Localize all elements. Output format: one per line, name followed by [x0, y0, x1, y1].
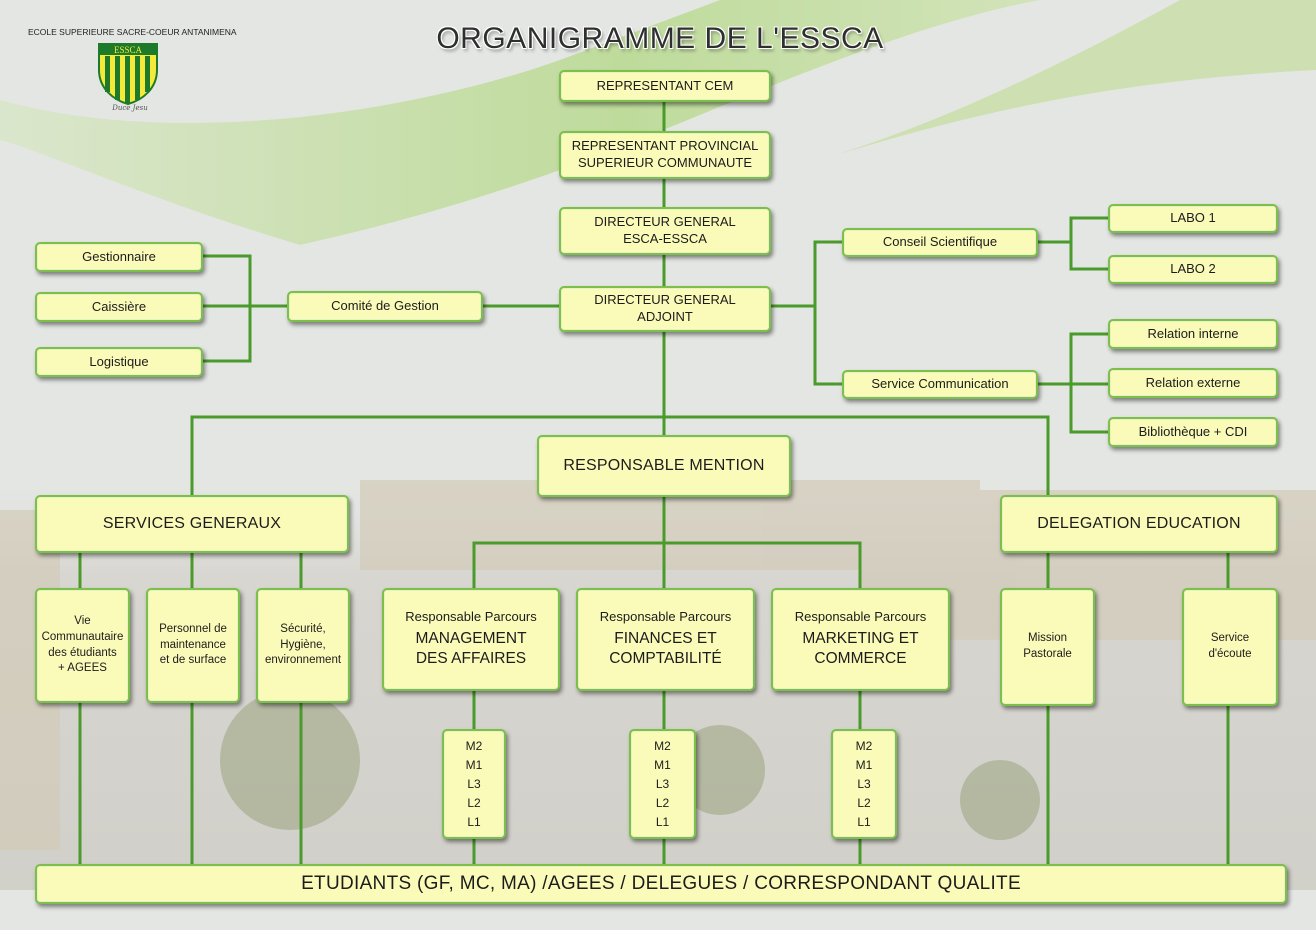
node-labo-1[interactable]: LABO 1	[1108, 204, 1278, 233]
level-item: L1	[655, 814, 670, 829]
node-comite-de-gestion[interactable]: Comité de Gestion	[287, 291, 483, 322]
node-label: Caissière	[91, 298, 147, 314]
node-relation-interne[interactable]: Relation interne	[1108, 319, 1278, 349]
node-label: Relation externe	[1145, 374, 1241, 390]
node-caissiere[interactable]: Caissière	[35, 292, 203, 322]
node-label: ETUDIANTS (GF, MC, MA) /AGEES / DELEGUES…	[301, 872, 1021, 894]
node-label: Sécurité, Hygiène, environnement	[264, 623, 342, 667]
node-mission-pastorale[interactable]: Mission Pastorale	[1000, 588, 1095, 706]
node-label: Personnel de maintenance et de surface	[159, 623, 227, 667]
level-item: L3	[467, 776, 481, 791]
level-item: M1	[855, 757, 873, 772]
level-item: L1	[857, 814, 871, 829]
crest-text: ESSCA	[114, 45, 143, 55]
node-label: Relation interne	[1147, 325, 1239, 341]
levels-finances[interactable]: M2 M1 L3 L2 L1	[629, 729, 696, 839]
level-item: M2	[465, 738, 483, 753]
node-label: REPRESENTANT CEM	[596, 77, 734, 93]
node-representant-provincial[interactable]: REPRESENTANT PROVINCIAL SUPERIEUR COMMUN…	[559, 131, 771, 179]
node-logistique[interactable]: Logistique	[35, 347, 203, 377]
node-label: Bibliothèque + CDI	[1138, 423, 1248, 439]
node-label: Comité de Gestion	[331, 298, 439, 314]
parcours-label: Responsable Parcours	[405, 609, 537, 625]
node-label: DIRECTEUR GENERAL ADJOINT	[594, 292, 736, 324]
node-label: REPRESENTANT PROVINCIAL SUPERIEUR COMMUN…	[571, 138, 759, 170]
node-label: Service Communication	[871, 376, 1009, 392]
node-label: LABO 2	[1170, 261, 1216, 277]
essca-crest-logo: ESSCA	[98, 43, 158, 106]
crest-motto: Duce Jesu	[112, 104, 148, 112]
node-bibliotheque-cdi[interactable]: Bibliothèque + CDI	[1108, 417, 1278, 447]
node-label: DELEGATION EDUCATION	[1037, 514, 1241, 532]
parcours-name: FINANCES ET COMPTABILITÉ	[609, 629, 722, 668]
green-swoosh	[0, 0, 1040, 245]
page-title: ORGANIGRAMME DE L'ESSCA	[436, 22, 884, 55]
parcours-name: MARKETING ET COMMERCE	[802, 629, 919, 668]
node-label: Service d'écoute	[1208, 632, 1252, 660]
school-name: ECOLE SUPERIEURE SACRE-COEUR ANTANIMENA	[28, 27, 237, 37]
node-label: Mission Pastorale	[1023, 632, 1072, 660]
node-responsable-mention[interactable]: RESPONSABLE MENTION	[537, 435, 791, 497]
node-label: Gestionnaire	[82, 248, 156, 264]
node-parcours-management[interactable]: Responsable Parcours MANAGEMENT DES AFFA…	[382, 588, 560, 691]
node-vie-communautaire[interactable]: Vie Communautaire des étudiants + AGEES	[35, 588, 130, 703]
node-securite-hygiene[interactable]: Sécurité, Hygiène, environnement	[256, 588, 350, 703]
node-label: SERVICES GENERAUX	[102, 514, 282, 532]
parcours-label: Responsable Parcours	[599, 609, 732, 625]
level-item: L3	[655, 776, 670, 791]
node-service-ecoute[interactable]: Service d'écoute	[1182, 588, 1278, 706]
node-directeur-general-adjoint[interactable]: DIRECTEUR GENERAL ADJOINT	[559, 286, 771, 332]
node-parcours-marketing[interactable]: Responsable Parcours MARKETING ET COMMER…	[771, 588, 950, 691]
node-directeur-general[interactable]: DIRECTEUR GENERAL ESCA-ESSCA	[559, 207, 771, 255]
level-item: M1	[465, 757, 483, 772]
node-label: RESPONSABLE MENTION	[563, 456, 765, 474]
node-representant-cem[interactable]: REPRESENTANT CEM	[559, 70, 771, 102]
parcours-name: MANAGEMENT DES AFFAIRES	[415, 629, 527, 668]
node-label: Vie Communautaire des étudiants + AGEES	[41, 615, 124, 675]
level-item: L1	[467, 814, 481, 829]
levels-marketing[interactable]: M2 M1 L3 L2 L1	[831, 729, 897, 839]
green-swoosh-right	[820, 0, 1316, 160]
node-gestionnaire[interactable]: Gestionnaire	[35, 242, 203, 272]
node-etudiants[interactable]: ETUDIANTS (GF, MC, MA) /AGEES / DELEGUES…	[35, 864, 1287, 904]
campus-trees	[220, 690, 1040, 840]
parcours-label: Responsable Parcours	[794, 609, 927, 625]
node-label: Logistique	[89, 353, 149, 369]
level-item: L2	[857, 795, 871, 810]
node-services-generaux[interactable]: SERVICES GENERAUX	[35, 495, 349, 553]
level-item: M2	[855, 738, 873, 753]
levels-management[interactable]: M2 M1 L3 L2 L1	[442, 729, 506, 839]
node-personnel-maintenance[interactable]: Personnel de maintenance et de surface	[146, 588, 240, 703]
node-label: Conseil Scientifique	[882, 234, 998, 250]
node-label: LABO 1	[1170, 210, 1216, 226]
level-item: L2	[655, 795, 670, 810]
node-relation-externe[interactable]: Relation externe	[1108, 368, 1278, 398]
level-item: L3	[857, 776, 871, 791]
node-parcours-finances[interactable]: Responsable Parcours FINANCES ET COMPTAB…	[576, 588, 755, 691]
node-label: DIRECTEUR GENERAL ESCA-ESSCA	[594, 214, 736, 246]
level-item: L2	[467, 795, 481, 810]
node-delegation-education[interactable]: DELEGATION EDUCATION	[1000, 495, 1278, 553]
node-conseil-scientifique[interactable]: Conseil Scientifique	[842, 228, 1038, 257]
node-service-communication[interactable]: Service Communication	[842, 370, 1038, 399]
level-item: M1	[654, 757, 671, 772]
node-labo-2[interactable]: LABO 2	[1108, 255, 1278, 284]
level-item: M2	[654, 738, 671, 753]
